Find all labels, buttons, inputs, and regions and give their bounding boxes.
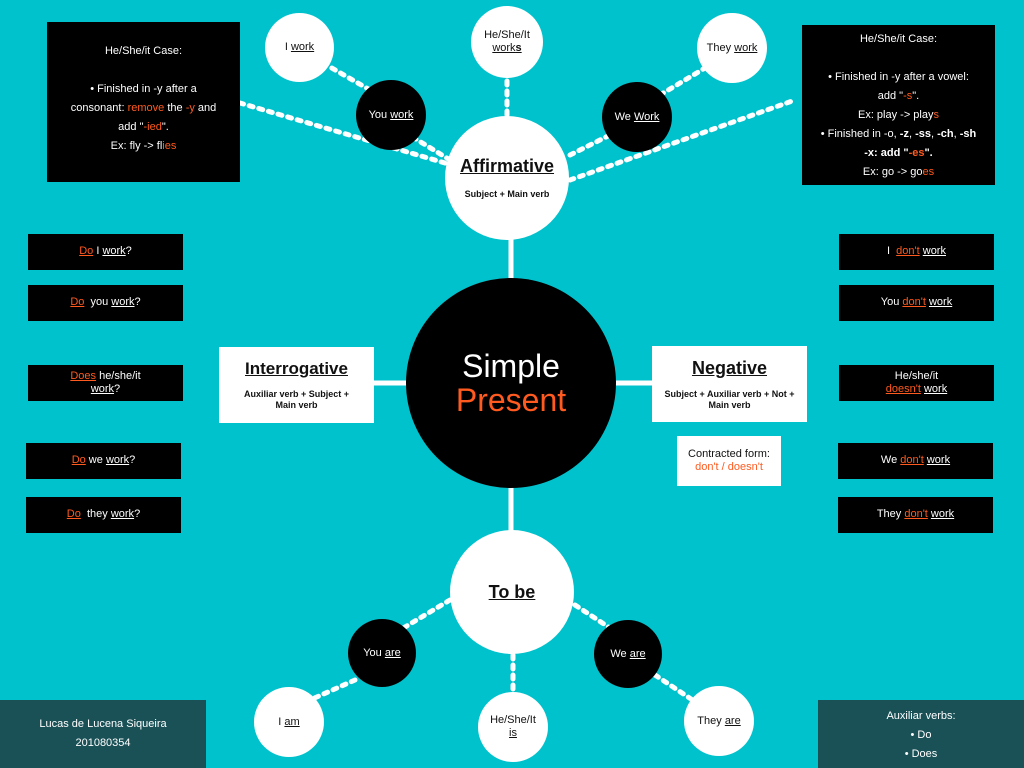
aux-verbs-footer: Auxiliar verbs: • Do • Does <box>818 700 1024 768</box>
author-footer: Lucas de Lucena Siqueira 201080354 <box>0 700 206 768</box>
pronoun-he-she-it: He/She/It <box>484 29 530 42</box>
rule-line: • Finished in -y after a <box>90 83 197 95</box>
negative-title: Negative <box>691 357 768 378</box>
aux-verbs-title: Auxiliar verbs: <box>886 710 956 722</box>
dots-affirmative-rule-right <box>567 97 798 183</box>
rule-line: • Finished in -o, -z, -ss, -ch, -sh <box>820 128 977 140</box>
rule-line: add "-s". <box>877 90 920 102</box>
negative-they: They don't work <box>838 497 993 533</box>
rule-line: -x: add "-es". <box>864 147 933 159</box>
negative-i: I don't work <box>839 234 994 270</box>
rule-line: • Finished in -y after a vowel: <box>828 71 969 83</box>
center-title-line1: Simple <box>462 348 560 384</box>
tobe-circle: To be <box>450 530 574 654</box>
pronoun-you: You <box>368 108 388 121</box>
affirmative-i-bubble: I work <box>265 13 334 82</box>
tobe-hsi-bubble: He/She/It is <box>478 692 548 762</box>
interrogative-box: Interrogative Auxiliar verb + Subject + … <box>219 347 374 423</box>
affirmative-we-bubble: We Work <box>602 82 672 152</box>
affirmative-circle: Affirmative Subject + Main verb <box>445 116 569 240</box>
question-he-she-it: Does he/she/it work? <box>28 365 183 401</box>
tobe-we-bubble: We are <box>594 620 662 688</box>
rule-example: Ex: fly -> flies <box>110 140 177 152</box>
tobe-title: To be <box>488 581 536 602</box>
negative-he-she-it: He/she/it doesn't work <box>839 365 994 401</box>
rule-example: Ex: play -> plays <box>857 109 939 121</box>
aux-verb-item: • Does <box>904 748 938 760</box>
author-name: Lucas de Lucena Siqueira <box>39 718 167 730</box>
contracted-value: don't / doesn't <box>695 461 763 473</box>
negative-structure: Subject + Auxiliar verb + Not + Main ver… <box>664 388 795 410</box>
dots-you-i <box>327 64 373 93</box>
rule-box-y-consonant: He/She/it Case: • Finished in -y after a… <box>47 22 240 182</box>
verb-works: works <box>492 42 521 55</box>
tobe-they-bubble: They are <box>684 686 754 756</box>
center-circle: Simple Present <box>406 278 616 488</box>
question-you: Do you work? <box>28 285 183 321</box>
contracted-form-box: Contracted form: don't / doesn't <box>677 436 781 486</box>
dots-affirmative-rule-left <box>237 100 448 166</box>
rule-example: Ex: go -> goes <box>862 166 935 178</box>
interrogative-structure: Auxiliar verb + Subject + Main verb <box>243 389 350 410</box>
affirmative-title: Affirmative <box>459 156 555 177</box>
verb-suffix-s: s <box>515 42 522 54</box>
interrogative-title: Interrogative <box>245 359 348 379</box>
contracted-label: Contracted form: <box>688 448 770 461</box>
aux-verb-item: • Do <box>910 729 932 741</box>
rule-line: consonant: remove the -y and <box>70 102 217 114</box>
negative-we: We don't work <box>838 443 993 479</box>
dots-you-i-tobe <box>307 677 358 703</box>
verb-work: work <box>734 41 758 54</box>
verb-work: Work <box>633 110 660 123</box>
dots-we-they <box>657 62 713 98</box>
question-we: Do we work? <box>26 443 181 479</box>
negative-box: Negative Subject + Auxiliar verb + Not +… <box>652 346 807 422</box>
affirmative-you-bubble: You work <box>356 80 426 150</box>
author-id: 201080354 <box>75 737 131 749</box>
verb-work: work <box>390 108 414 121</box>
center-title-line2: Present <box>455 382 567 418</box>
negative-you: You don't work <box>839 285 994 321</box>
pronoun-they: They <box>706 41 732 54</box>
verb-work: work <box>290 41 315 54</box>
rule-title: He/She/it Case: <box>104 45 183 57</box>
rule-title: He/She/it Case: <box>859 33 938 45</box>
dots-tobe-we <box>572 602 613 631</box>
pronoun-we: We <box>614 110 631 123</box>
affirmative-hsi-bubble: He/She/It works <box>471 6 543 78</box>
tobe-you-bubble: You are <box>348 619 416 687</box>
question-they: Do they work? <box>26 497 181 533</box>
affirmative-structure: Subject + Main verb <box>464 188 550 199</box>
pronoun-i: I <box>284 41 288 54</box>
tobe-i-bubble: I am <box>254 687 324 757</box>
rule-line: add "-ied". <box>118 121 169 133</box>
verb-stem: work <box>492 42 516 54</box>
question-i: Do I work? <box>28 234 183 270</box>
dots-tobe-you <box>397 597 453 633</box>
affirmative-they-bubble: They work <box>697 13 767 83</box>
rule-box-s-es: He/She/it Case: • Finished in -y after a… <box>802 25 995 185</box>
